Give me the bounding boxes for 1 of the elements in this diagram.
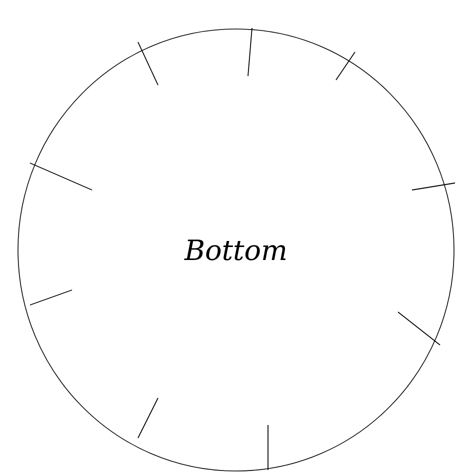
circle-outline: Bottom <box>18 28 454 472</box>
